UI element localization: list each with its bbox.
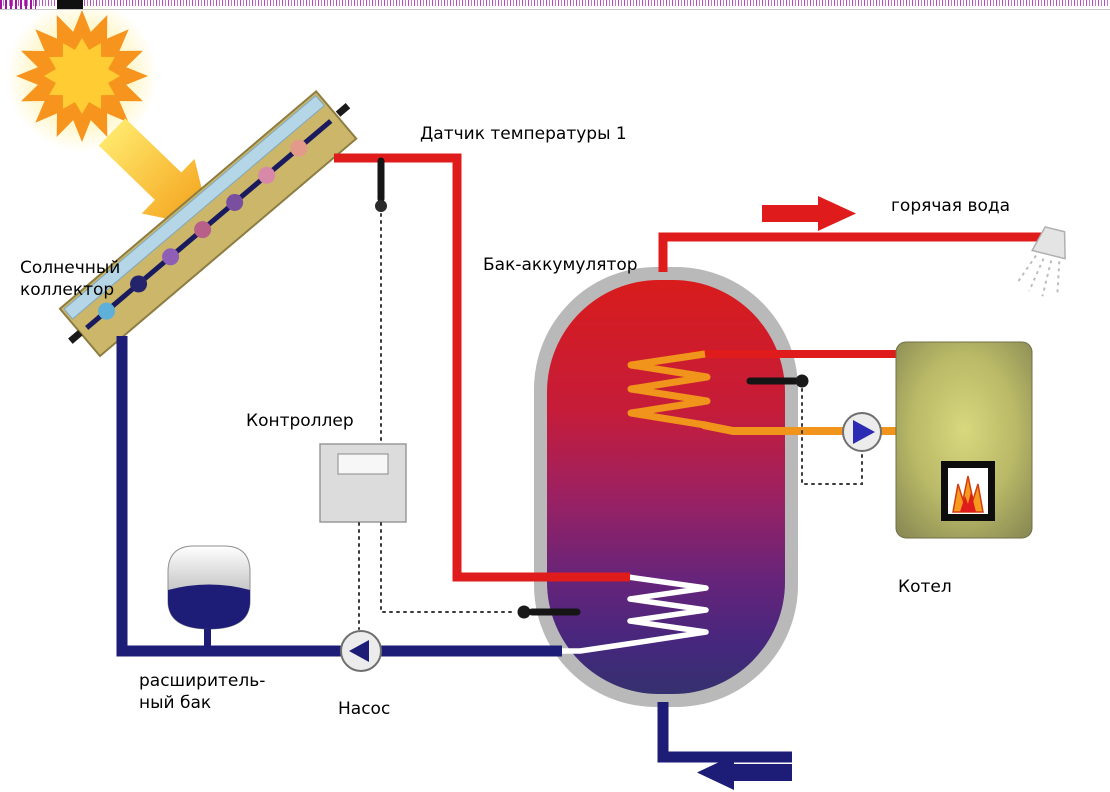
hot-pipe-collector-to-tank [334,153,630,582]
temperature-sensor-1 [375,157,387,212]
cold-pipe-tank-to-collector [116,336,562,657]
collector-tube-node [130,275,148,293]
solar-pump [340,630,382,672]
shower-head [1030,226,1066,260]
artifact-black-mark [57,0,83,9]
collector-label: Солнечный коллектор [20,257,120,302]
collector-tube-node [162,248,180,266]
expansion-tank-label-line1: расширитель- [139,671,266,691]
solar-pump-rotor-icon [349,640,369,662]
hot-water-arrow-icon [762,196,856,231]
sensor1-label: Датчик температуры 1 [420,124,627,144]
expansion-tank [167,545,251,653]
flame-core [960,492,976,512]
collector-tube-node [194,221,212,239]
cold-water-arrow-icon [697,755,792,790]
collector-glass [63,94,325,320]
collector-tube-node [290,139,308,157]
controller [319,443,407,523]
boiler-body [895,341,1033,539]
cold-water-inlet-pipe [657,702,792,763]
temperature-sensor-2 [746,374,809,388]
artifact-divider-line [0,9,1110,10]
storage-tank-label: Бак-аккумулятор [483,255,638,275]
collector-label-line1: Солнечный [20,258,121,278]
expansion-tank-liquid [168,584,250,629]
control-wires [358,213,863,630]
collector-tube-node [98,302,116,320]
tank-coil-lower [560,574,709,654]
artifact-text-strip [0,0,1110,6]
controller-label: Контроллер [246,411,354,431]
collector-mount-tick-top [335,103,351,117]
collector-tube-node [258,166,276,184]
boiler-pump [842,412,882,452]
collector-label-line2: коллектор [20,280,115,301]
collector-tube-node [226,193,244,211]
tank-coil-upper [627,350,711,429]
pump-label: Насос [338,699,391,719]
sunlight-arrow-icon [98,118,212,228]
flame-shape [952,475,984,513]
collector-mount-tick-bottom [68,330,83,344]
sunlight-arrow-shape [98,118,212,228]
hot-water-label: горячая вода [891,196,1011,216]
solar-collector [58,89,358,358]
wire-controller-to-sensor3 [380,522,517,613]
sun-icon [6,0,158,152]
storage-tank [534,267,798,707]
hot-water-outlet-pipe [658,232,1050,272]
sun-star-inner [44,38,120,114]
sensor2-bulb [795,374,809,388]
expansion-tank-stub [204,629,211,653]
sensor3-bulb [517,605,531,619]
boiler-pump-rotor-icon [853,420,875,444]
flame-icon [941,461,995,521]
shower-spray [1015,254,1061,297]
tank-body [547,280,785,694]
wire-sensor2-to-boiler-pump [801,388,863,485]
sensor1-bulb [375,200,387,212]
boiler-label: Котел [898,577,952,597]
shower-icon [1015,226,1066,297]
boiler [895,341,1033,539]
artifact-left-marks [0,0,36,10]
expansion-tank-label: расширитель- ный бак [139,670,265,715]
controller-display [337,453,389,475]
temperature-sensor-3 [517,605,581,619]
expansion-tank-label-line2: ный бак [139,693,212,714]
